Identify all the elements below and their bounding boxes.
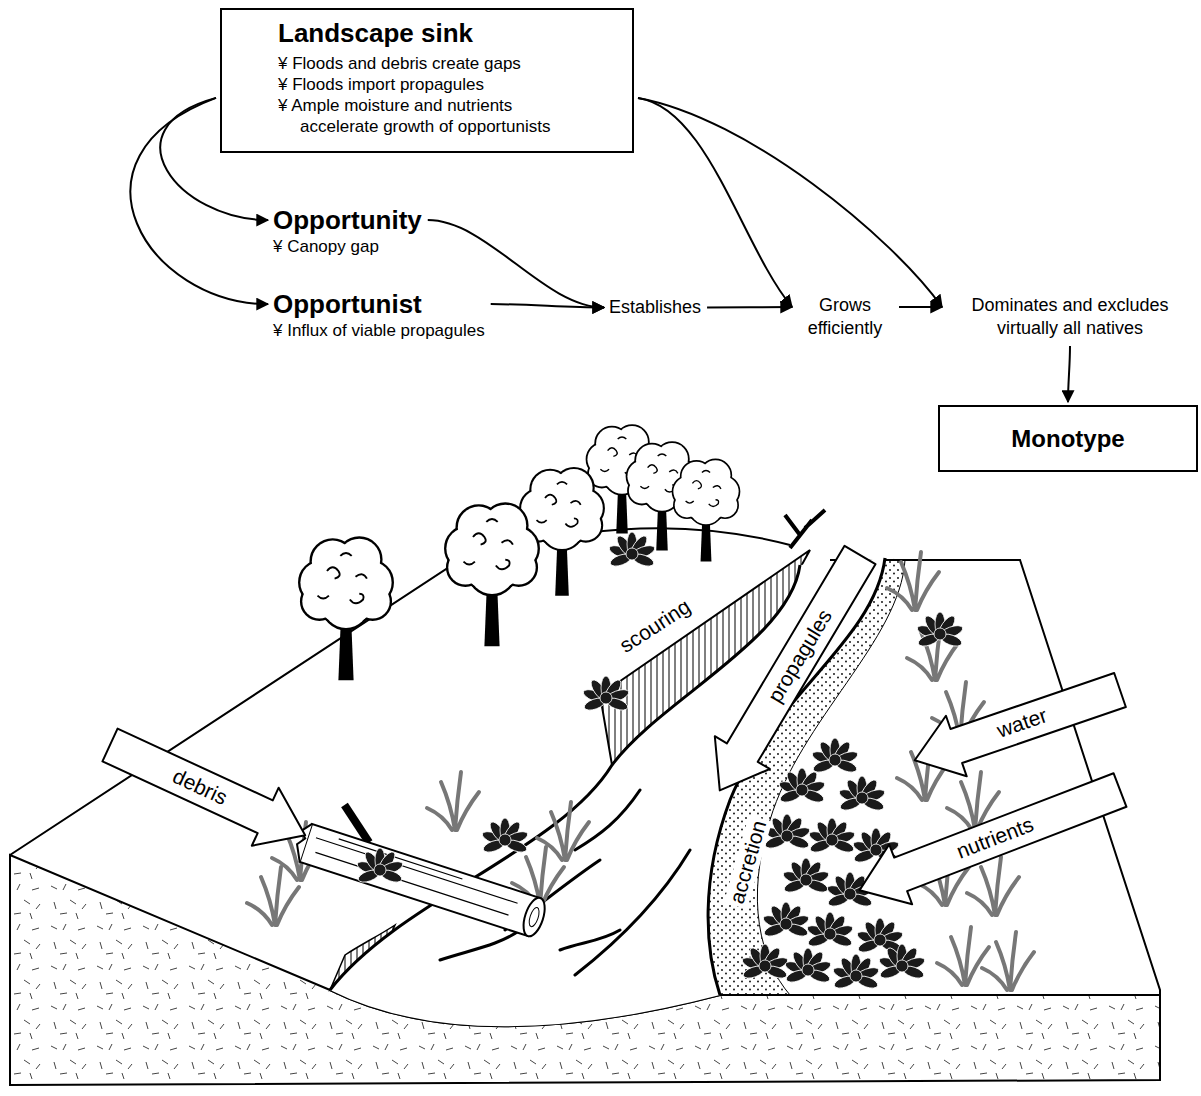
flow-connector	[899, 306, 942, 308]
flow-arrows	[97, 539, 1132, 920]
flow-label: nutrients	[950, 811, 1039, 864]
bullet-item: ¥ Floods and debris create gaps	[278, 53, 588, 74]
flow-label: accretion	[724, 815, 772, 909]
flow-connector	[1068, 346, 1070, 402]
stage-note: ¥ Canopy gap	[273, 236, 422, 258]
snag	[785, 510, 825, 548]
stage-heading: Opportunist	[273, 289, 485, 320]
box-heading: Landscape sink	[278, 18, 616, 49]
result-text: Monotype	[948, 424, 1188, 453]
flow-label: scouring	[613, 593, 698, 660]
flow-label: propagules	[761, 603, 838, 710]
flow-label: water	[991, 702, 1053, 743]
step-text: Establishes	[609, 296, 701, 319]
tree-row	[300, 426, 738, 680]
step-label: Establishes	[607, 294, 703, 321]
source-box: Landscape sink ¥ Floods and debris create…	[220, 8, 634, 153]
log	[292, 795, 557, 939]
accretion-edge	[757, 560, 905, 995]
step-text: Dominates and excludes virtually all nat…	[947, 294, 1193, 340]
bullet-item: ¥ Floods import propagules	[278, 74, 588, 95]
flow-connector	[638, 98, 942, 307]
flow-label: debris	[166, 763, 233, 811]
river	[330, 558, 885, 1026]
result-box: Monotype	[938, 405, 1198, 472]
step-label: Grows efficiently	[795, 292, 895, 342]
flow-connector	[428, 220, 604, 307]
invasive-plants	[356, 532, 965, 991]
step-text: Grows efficiently	[797, 294, 893, 340]
flow-connector	[491, 304, 604, 307]
flow-connector	[638, 98, 792, 307]
stage-label: Opportunity¥ Canopy gap	[271, 203, 424, 260]
stage-label: Opportunist¥ Influx of viable propagules	[271, 287, 487, 344]
step-label: Dominates and excludes virtually all nat…	[945, 292, 1195, 342]
stage-note: ¥ Influx of viable propagules	[273, 320, 485, 342]
flow-connector	[707, 306, 792, 309]
bullet-item: ¥ Ample moisture and nutrients accelerat…	[278, 95, 588, 137]
stage-heading: Opportunity	[273, 205, 422, 236]
